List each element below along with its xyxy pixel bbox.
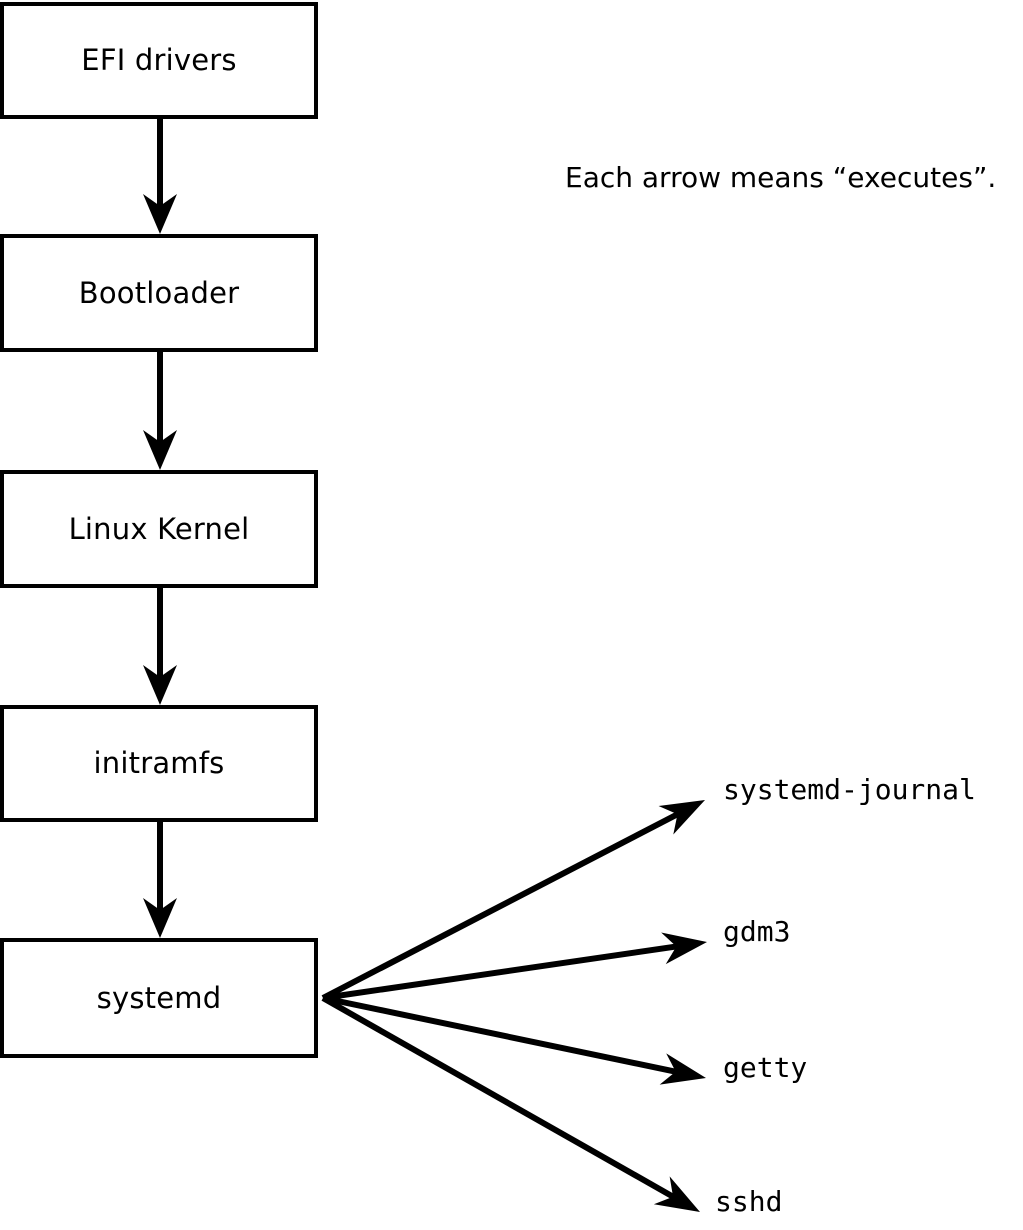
edge-line-systemd-to-gdm3 (322, 943, 680, 1001)
service-label-sshd: sshd (715, 1185, 783, 1218)
edge-line-systemd-to-systemd-journal (321, 810, 682, 1001)
service-label-systemd-journal: systemd-journal (723, 773, 976, 806)
arrowhead-systemd-to-getty (659, 1053, 706, 1085)
stage-box-bootloader: Bootloader (0, 234, 318, 352)
legend-note: Each arrow means “executes”. (565, 161, 997, 194)
arrowhead-linux-kernel-to-initramfs (143, 665, 177, 705)
stage-label-initramfs: initramfs (93, 746, 225, 780)
service-label-gdm3: gdm3 (723, 915, 791, 948)
arrowhead-efi-drivers-to-bootloader (143, 194, 177, 234)
service-label-getty: getty (723, 1051, 808, 1084)
arrowhead-systemd-to-sshd (653, 1176, 700, 1212)
arrowhead-systemd-to-gdm3 (661, 932, 707, 965)
edge-line-systemd-to-sshd (321, 995, 678, 1201)
stage-label-bootloader: Bootloader (78, 275, 240, 310)
stage-label-linux-kernel: Linux Kernel (68, 511, 250, 546)
arrowhead-bootloader-to-linux-kernel (143, 430, 177, 470)
stage-box-systemd: systemd (0, 938, 318, 1058)
stage-label-systemd: systemd (96, 980, 222, 1015)
stage-box-efi-drivers: EFI drivers (0, 2, 318, 119)
arrowhead-systemd-to-systemd-journal (658, 800, 705, 835)
stage-label-efi-drivers: EFI drivers (81, 43, 237, 77)
stage-box-initramfs: initramfs (0, 705, 318, 822)
arrowhead-initramfs-to-systemd (143, 898, 177, 938)
edge-line-systemd-to-getty (322, 995, 680, 1076)
stage-box-linux-kernel: Linux Kernel (0, 470, 318, 588)
